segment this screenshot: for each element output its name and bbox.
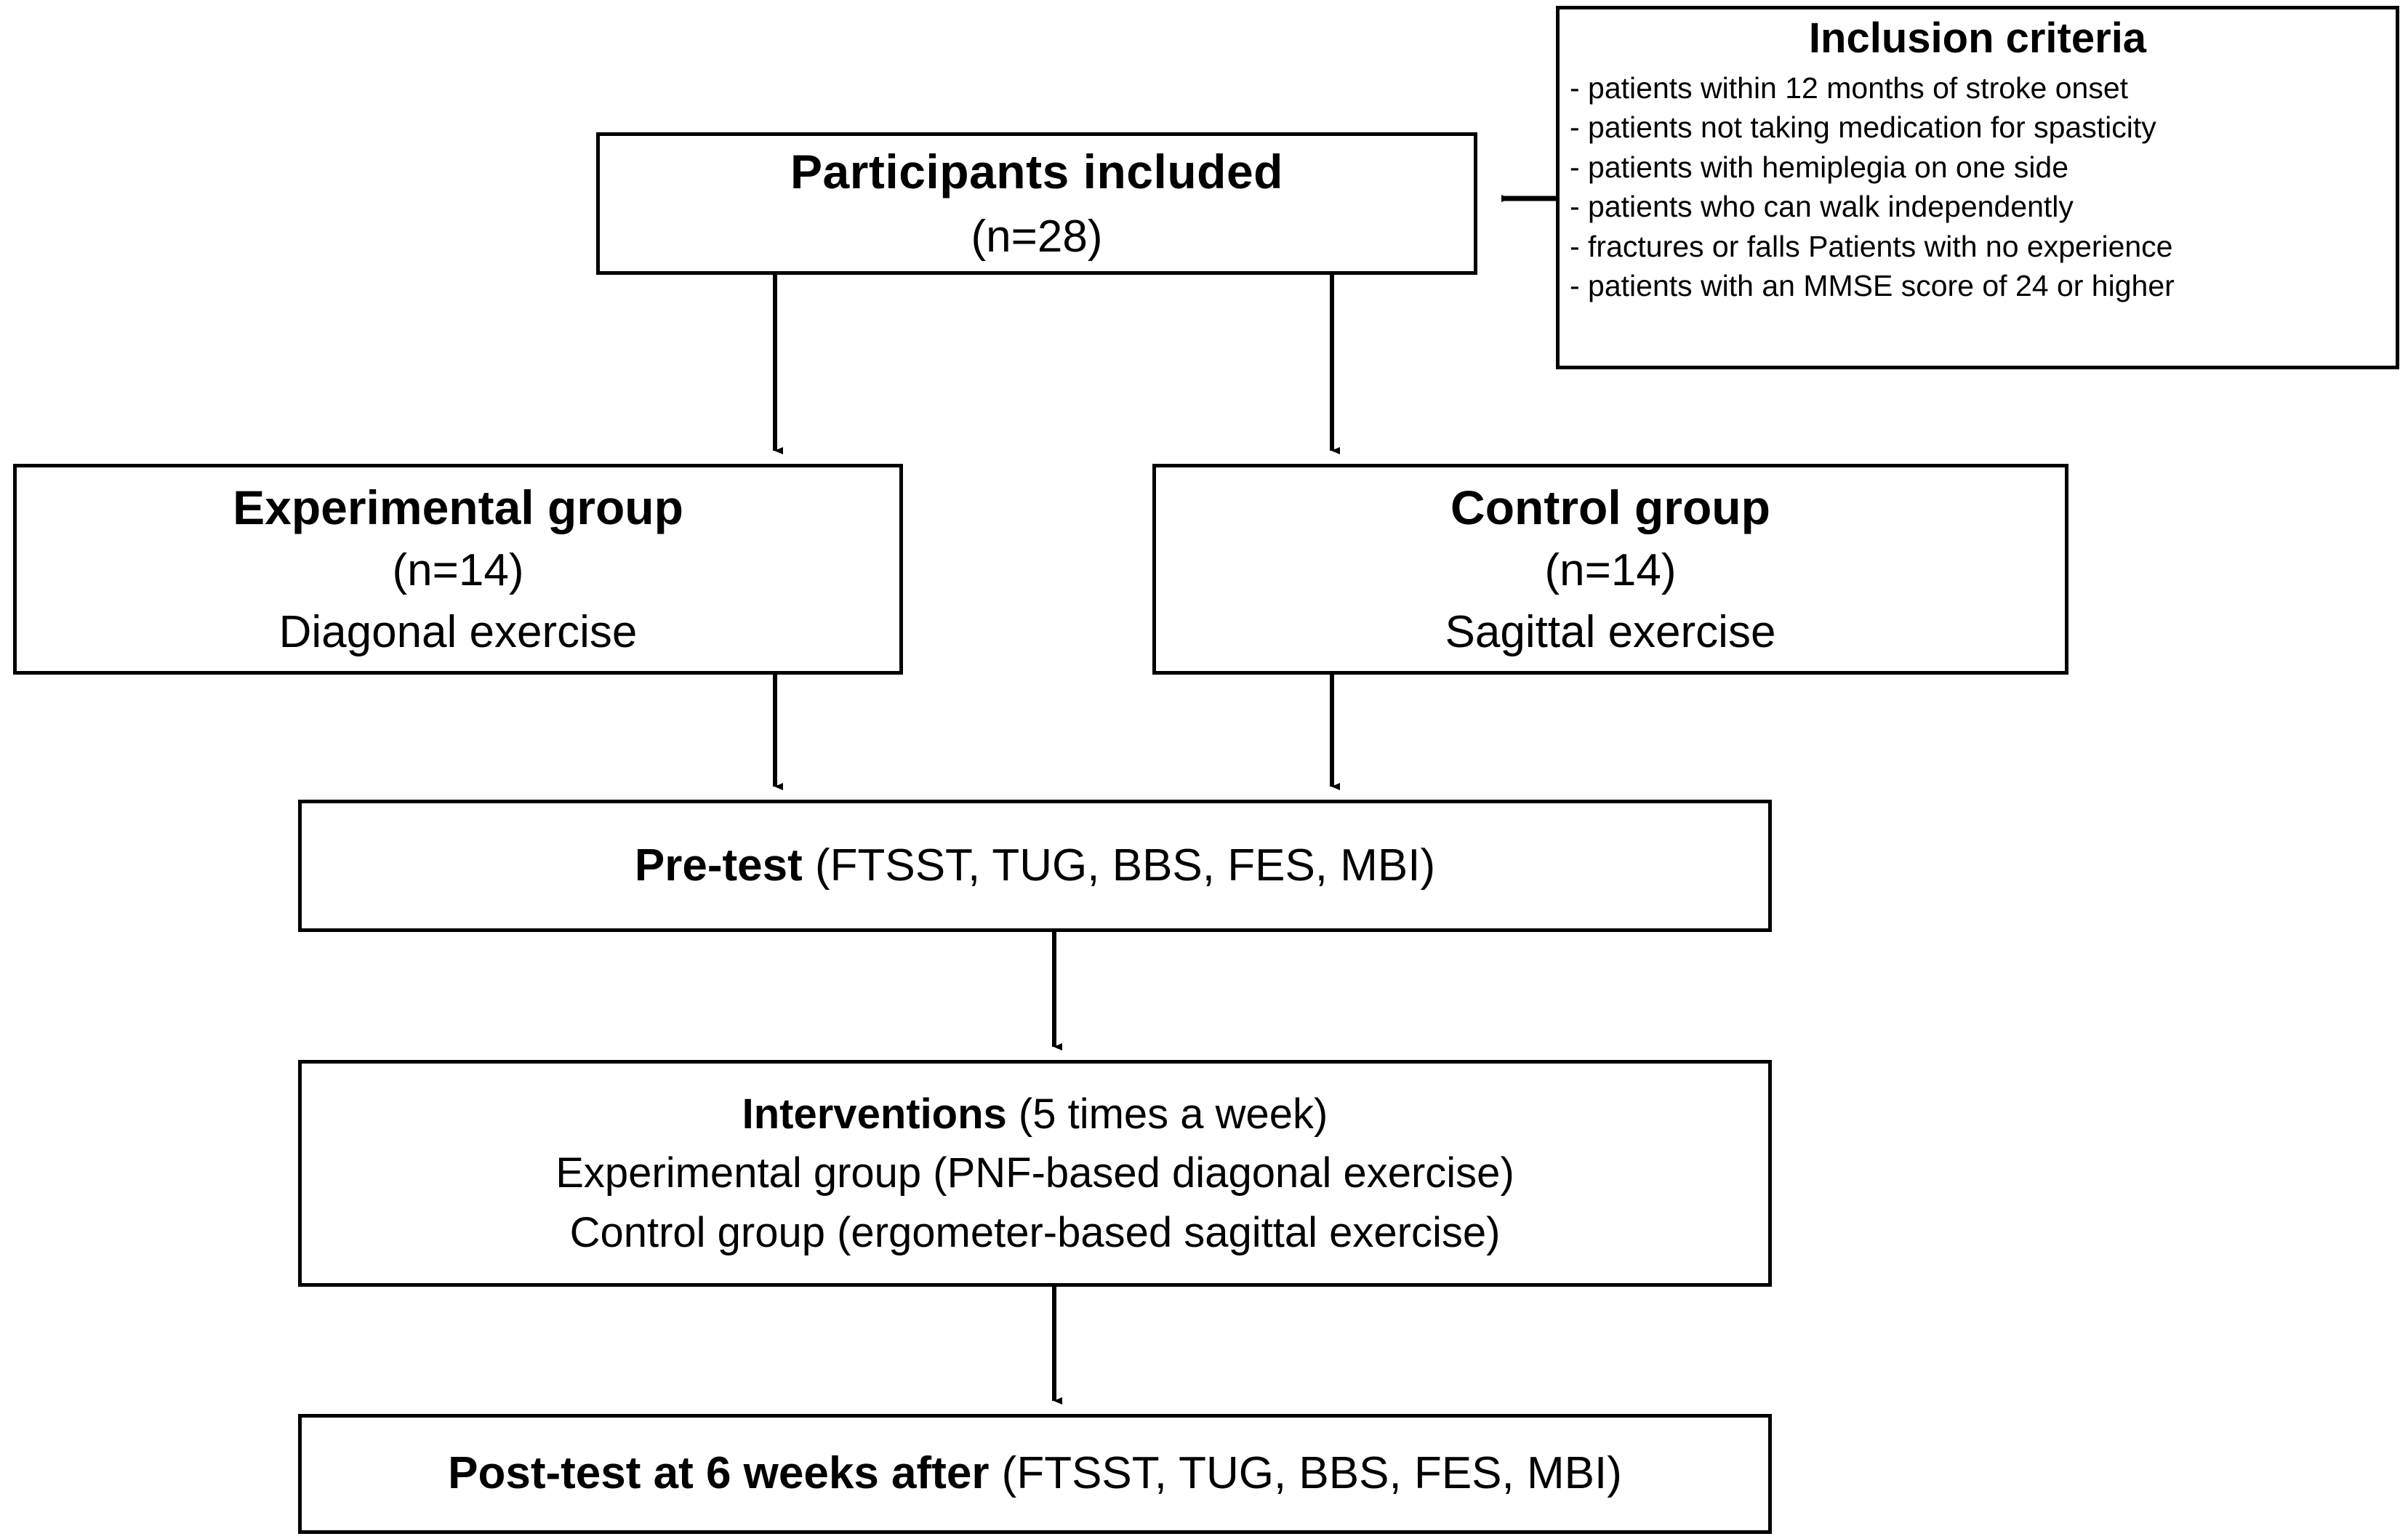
experimental-heading: Experimental group <box>233 480 683 534</box>
interventions-experimental-row: Experimental group (PNF-based diagonal e… <box>555 1149 1514 1197</box>
node-control-group: Control group (n=14) Sagittal exercise <box>1152 464 2068 675</box>
participants-count: (n=28) <box>971 211 1103 262</box>
experimental-count: (n=14) <box>392 545 524 596</box>
experimental-detail: Diagonal exercise <box>278 606 638 657</box>
pretest-heading: Pre-test <box>634 840 803 891</box>
node-pre-test: Pre-test (FTSST, TUG, BBS, FES, MBI) <box>298 800 1772 932</box>
control-count: (n=14) <box>1544 545 1677 596</box>
inclusion-criteria-item: - patients with hemiplegia on one side <box>1570 150 2069 184</box>
node-participants-included: Participants included (n=28) <box>596 132 1477 275</box>
inclusion-criteria-item: - patients not taking medication for spa… <box>1570 110 2156 145</box>
interventions-heading-detail: (5 times a week) <box>1006 1090 1328 1138</box>
control-heading: Control group <box>1450 480 1770 534</box>
posttest-detail: (FTSST, TUG, BBS, FES, MBI) <box>989 1448 1622 1499</box>
inclusion-criteria-list: - patients within 12 months of stroke on… <box>1570 69 2385 305</box>
node-inclusion-criteria: Inclusion criteria - patients within 12 … <box>1556 6 2399 369</box>
node-post-test: Post-test at 6 weeks after (FTSST, TUG, … <box>298 1414 1772 1534</box>
posttest-heading: Post-test at 6 weeks after <box>448 1448 990 1499</box>
inclusion-criteria-item: - patients who can walk independently <box>1570 190 2074 224</box>
inclusion-criteria-item: - fractures or falls Patients with no ex… <box>1570 229 2173 263</box>
control-detail: Sagittal exercise <box>1445 606 1776 657</box>
inclusion-criteria-item: - patients with an MMSE score of 24 or h… <box>1570 269 2175 303</box>
pretest-detail: (FTSST, TUG, BBS, FES, MBI) <box>802 840 1436 891</box>
pretest-line: Pre-test (FTSST, TUG, BBS, FES, MBI) <box>635 837 1435 896</box>
inclusion-criteria-item: - patients within 12 months of stroke on… <box>1570 71 2129 105</box>
inclusion-heading: Inclusion criteria <box>1808 15 2147 62</box>
interventions-control-row: Control group (ergometer-based sagittal … <box>569 1208 1501 1256</box>
node-experimental-group: Experimental group (n=14) Diagonal exerc… <box>13 464 903 675</box>
participants-heading: Participants included <box>790 144 1283 198</box>
posttest-line: Post-test at 6 weeks after (FTSST, TUG, … <box>448 1444 1622 1503</box>
interventions-heading-row: Interventions (5 times a week) <box>742 1087 1328 1141</box>
interventions-heading: Interventions <box>742 1090 1007 1138</box>
node-interventions: Interventions (5 times a week) Experimen… <box>298 1060 1772 1287</box>
